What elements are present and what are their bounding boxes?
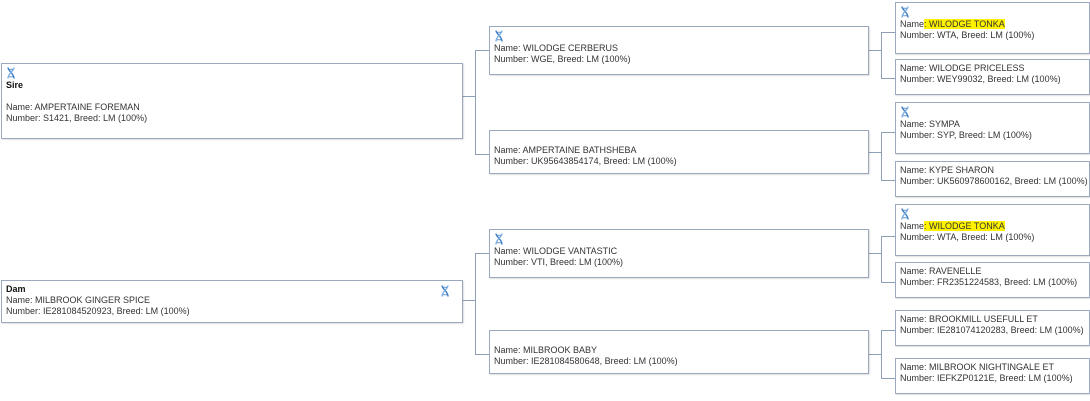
sire-title: Sire — [6, 80, 24, 90]
dna-icon[interactable] — [494, 233, 504, 245]
dam-dam-card[interactable]: Name: MILBROOK BABY Number: IE2810845806… — [489, 330, 869, 374]
dam-dam-name: Name: MILBROOK BABY — [494, 345, 598, 355]
sire-sire-card[interactable]: Name: WILODGE CERBERUS Number: WGE, Bree… — [489, 26, 869, 75]
dam-sire-card[interactable]: Name: WILODGE VANTASTIC Number: VTI, Bre… — [489, 229, 869, 278]
sd-dam-name: Name: KYPE SHARON — [900, 165, 995, 175]
dam-title: Dam — [6, 284, 26, 294]
dd-dam-name: Name: MILBROOK NIGHTINGALE ET — [900, 362, 1055, 372]
sire-sire-number: Number: WGE, Breed: LM (100%) — [494, 54, 631, 64]
ds-sire-name: Name: WILODGE TONKA — [900, 221, 1005, 231]
dd-sire-name: Name: BROOKMILL USEFULL ET — [900, 314, 1038, 324]
ds-sire-card[interactable]: Name: WILODGE TONKA Number: WTA, Breed: … — [895, 204, 1090, 256]
dna-icon[interactable] — [6, 67, 16, 79]
dam-dam-number: Number: IE281084580648, Breed: LM (100%) — [494, 356, 678, 366]
dam-sire-number: Number: VTI, Breed: LM (100%) — [494, 257, 624, 267]
sd-dam-number: Number: UK560978600162, Breed: LM (100%) — [900, 176, 1088, 186]
ss-dam-name: Name: WILODGE PRICELESS — [900, 63, 1025, 73]
sire-dam-name: Name: AMPERTAINE BATHSHEBA — [494, 145, 637, 155]
dam-name: Name: MILBROOK GINGER SPICE — [6, 295, 151, 305]
dna-icon[interactable] — [900, 208, 910, 220]
dd-sire-card[interactable]: Name: BROOKMILL USEFULL ET Number: IE281… — [895, 310, 1090, 346]
sd-sire-number: Number: SYP, Breed: LM (100%) — [900, 130, 1032, 140]
dd-sire-number: Number: IE281074120283, Breed: LM (100%) — [900, 325, 1084, 335]
highlighted-name: : WILODGE TONKA — [924, 19, 1005, 29]
sire-dam-number: Number: UK95643854174, Breed: LM (100%) — [494, 156, 677, 166]
sire-card[interactable]: Sire Name: AMPERTAINE FOREMAN Number: S1… — [1, 63, 463, 139]
dam-number: Number: IE281084520923, Breed: LM (100%) — [6, 306, 190, 316]
sire-name: Name: AMPERTAINE FOREMAN — [6, 102, 140, 112]
ds-dam-name: Name: RAVENELLE — [900, 266, 982, 276]
sire-sire-name: Name: WILODGE CERBERUS — [494, 43, 619, 53]
ss-dam-number: Number: WEY99032, Breed: LM (100%) — [900, 74, 1061, 84]
dd-dam-card[interactable]: Name: MILBROOK NIGHTINGALE ET Number: IE… — [895, 358, 1090, 394]
dam-sire-name: Name: WILODGE VANTASTIC — [494, 246, 618, 256]
ds-dam-number: Number: FR2351224583, Breed: LM (100%) — [900, 277, 1078, 287]
ss-sire-card[interactable]: Name: WILODGE TONKA Number: WTA, Breed: … — [895, 2, 1090, 54]
dam-card[interactable]: Dam Name: MILBROOK GINGER SPICE Number: … — [1, 280, 463, 323]
dna-icon[interactable] — [900, 6, 910, 18]
sd-dam-card[interactable]: Name: KYPE SHARON Number: UK560978600162… — [895, 161, 1090, 197]
dna-icon[interactable] — [494, 30, 504, 42]
sire-dam-card[interactable]: Name: AMPERTAINE BATHSHEBA Number: UK956… — [489, 130, 869, 174]
ds-dam-card[interactable]: Name: RAVENELLE Number: FR2351224583, Br… — [895, 262, 1090, 298]
highlighted-name: : WILODGE TONKA — [924, 221, 1005, 231]
dd-dam-number: Number: IEFKZP0121E, Breed: LM (100%) — [900, 373, 1073, 383]
sd-sire-name: Name: SYMPA — [900, 119, 960, 129]
ds-sire-number: Number: WTA, Breed: LM (100%) — [900, 232, 1035, 242]
ss-sire-name: Name: WILODGE TONKA — [900, 19, 1005, 29]
dna-icon[interactable] — [900, 106, 910, 118]
sire-number: Number: S1421, Breed: LM (100%) — [6, 113, 148, 123]
sd-sire-card[interactable]: Name: SYMPA Number: SYP, Breed: LM (100%… — [895, 102, 1090, 154]
dna-icon[interactable] — [440, 285, 450, 297]
ss-dam-card[interactable]: Name: WILODGE PRICELESS Number: WEY99032… — [895, 59, 1090, 95]
ss-sire-number: Number: WTA, Breed: LM (100%) — [900, 30, 1035, 40]
